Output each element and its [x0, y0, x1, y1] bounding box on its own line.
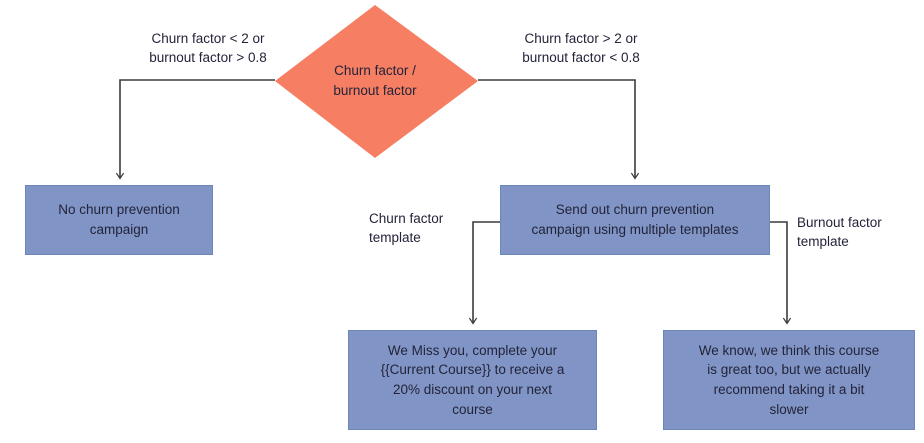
edge-label-churn-template: Churn factor template — [369, 211, 444, 245]
edge-right-branch — [478, 79, 640, 180]
node-burnout-template-message: We know, we think this course is great t… — [663, 330, 915, 430]
node-no-churn-campaign: No churn prevention campaign — [25, 185, 213, 255]
node-send-campaign: Send out churn prevention campaign using… — [500, 185, 770, 255]
condition-label-right: Churn factor > 2 or burnout factor < 0.8 — [522, 31, 640, 65]
edge-left-branch — [115, 79, 275, 180]
node-send-campaign-label: Send out churn prevention campaign using… — [531, 202, 739, 237]
node-churn-template-message-label: We Miss you, complete your {{Current Cou… — [380, 342, 565, 417]
edge-churn-template — [468, 221, 500, 325]
edge-label-burnout-template: Burnout factor template — [797, 215, 882, 249]
condition-label-left: Churn factor < 2 or burnout factor > 0.8 — [149, 31, 267, 65]
decision-diamond-label: Churn factor / burnout factor — [333, 63, 417, 98]
node-churn-template-message: We Miss you, complete your {{Current Cou… — [348, 330, 597, 430]
edge-burnout-template — [770, 221, 792, 325]
node-no-churn-campaign-label: No churn prevention campaign — [58, 202, 180, 237]
node-burnout-template-message-label: We know, we think this course is great t… — [698, 342, 880, 417]
decision-diamond-shape — [275, 5, 478, 158]
